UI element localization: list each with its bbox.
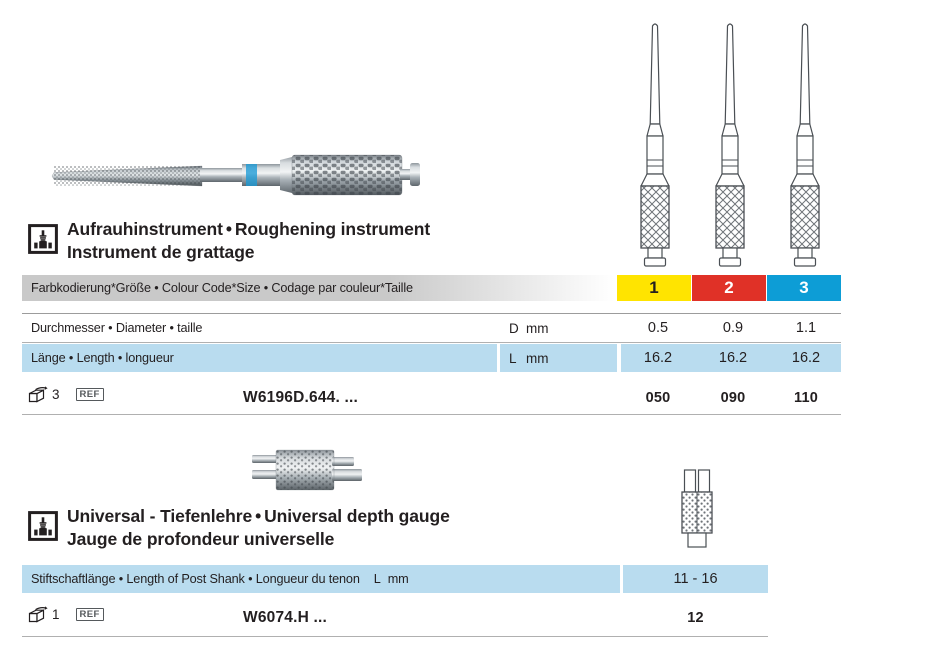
pack-quantity-depth-gauge: 1	[52, 607, 60, 622]
section-bottom-rule	[22, 414, 841, 415]
title-separator: •	[255, 506, 262, 526]
size-swatch-3[interactable]: 3	[767, 275, 841, 301]
length-value-size2-text: 16.2	[718, 350, 748, 366]
table-rule	[22, 313, 841, 314]
post-shank-label: Stiftschaftlänge • Length of Post Shank …	[31, 572, 360, 586]
size-swatch-2-label: 2	[724, 278, 734, 297]
title-de-roughening: Aufrauhinstrument	[67, 219, 223, 239]
length-label: Länge • Length • longueur	[31, 351, 174, 365]
order-number-depth-gauge: 12	[623, 606, 768, 630]
order-number-size2-text: 090	[720, 390, 746, 406]
product-line-drawings-roughening-instrument	[622, 14, 848, 276]
length-unit-text: mm	[526, 350, 549, 366]
table-row-diameter-label: Durchmesser • Diameter • taille	[22, 314, 497, 342]
diameter-label: Durchmesser • Diameter • taille	[31, 321, 203, 335]
diameter-value-size3: 1.1	[771, 314, 841, 342]
diameter-value-size3-text: 1.1	[795, 320, 817, 336]
order-number-size1-text: 050	[645, 390, 671, 406]
table-rule	[22, 342, 841, 343]
order-info-depth-gauge: 1 REF	[28, 606, 104, 623]
size-swatch-2[interactable]: 2	[692, 275, 766, 301]
diameter-unit-text: mm	[526, 320, 549, 336]
length-value-size3: 16.2	[771, 344, 841, 372]
order-number-size3: 110	[771, 386, 841, 410]
title-fr-roughening: Instrument de grattage	[67, 242, 255, 263]
diameter-value-size1: 0.5	[621, 314, 695, 342]
open-box-icon	[28, 386, 51, 403]
post-shank-value-text: 11 - 16	[673, 571, 718, 587]
colour-code-header-label: Farbkodierung*Größe • Colour Code*Size •…	[31, 281, 413, 295]
post-shank-unit-text: mm	[387, 572, 409, 586]
open-box-icon	[28, 606, 51, 623]
pack-quantity-roughening: 3	[52, 387, 60, 402]
length-value-size1-text: 16.2	[643, 350, 673, 366]
section-title-roughening-instrument: Aufrauhinstrument•Roughening instrument …	[28, 218, 430, 265]
order-number-size3-text: 110	[794, 390, 818, 406]
ref-tag-roughening: REF	[75, 388, 104, 401]
title-en-depth-gauge: Universal depth gauge	[264, 506, 450, 526]
size-swatch-3-label: 3	[799, 278, 809, 297]
title-fr-depth-gauge: Jauge de profondeur universelle	[67, 529, 335, 550]
title-separator: •	[225, 219, 232, 239]
order-info-roughening-instrument: 3 REF	[28, 386, 104, 403]
product-photo-depth-gauge	[248, 444, 378, 496]
order-number-size2: 090	[696, 386, 770, 410]
length-unit-symbol: L	[509, 350, 517, 366]
order-number-depth-gauge-text: 12	[687, 610, 704, 626]
section-bottom-rule	[22, 636, 768, 637]
title-de-depth-gauge: Universal - Tiefenlehre	[67, 506, 253, 526]
size-swatch-1-label: 1	[649, 278, 659, 297]
section-title-depth-gauge: Universal - Tiefenlehre•Universal depth …	[28, 505, 450, 552]
tooth-drilling-pictogram-icon	[28, 511, 58, 541]
title-en-roughening: Roughening instrument	[234, 219, 431, 239]
length-unit-cell: L mm	[500, 344, 617, 372]
post-shank-unit-symbol: L	[373, 572, 381, 586]
table-row-length-label: Länge • Length • longueur	[22, 344, 497, 372]
tooth-drilling-pictogram-icon	[28, 224, 58, 254]
diameter-value-size2: 0.9	[696, 314, 770, 342]
table-row-post-shank-label: Stiftschaftlänge • Length of Post Shank …	[22, 565, 620, 593]
length-value-size2: 16.2	[696, 344, 770, 372]
colour-code-header-band: Farbkodierung*Größe • Colour Code*Size •…	[22, 275, 614, 301]
order-number-size1: 050	[621, 386, 695, 410]
ref-code-roughening: W6196D.644. ...	[243, 389, 359, 406]
diameter-value-size1-text: 0.5	[647, 320, 669, 336]
post-shank-value-cell: 11 - 16	[623, 565, 768, 593]
size-swatch-1[interactable]: 1	[617, 275, 691, 301]
product-line-drawing-depth-gauge	[676, 466, 722, 552]
diameter-unit-symbol: D	[509, 320, 519, 336]
ref-tag-depth-gauge: REF	[75, 608, 104, 621]
length-value-size3-text: 16.2	[791, 350, 821, 366]
diameter-value-size2-text: 0.9	[722, 320, 744, 336]
ref-code-depth-gauge: W6074.H ...	[243, 609, 328, 626]
length-value-size1: 16.2	[621, 344, 695, 372]
diameter-unit-cell: D mm	[500, 314, 617, 342]
product-photo-roughening-instrument	[34, 142, 424, 204]
